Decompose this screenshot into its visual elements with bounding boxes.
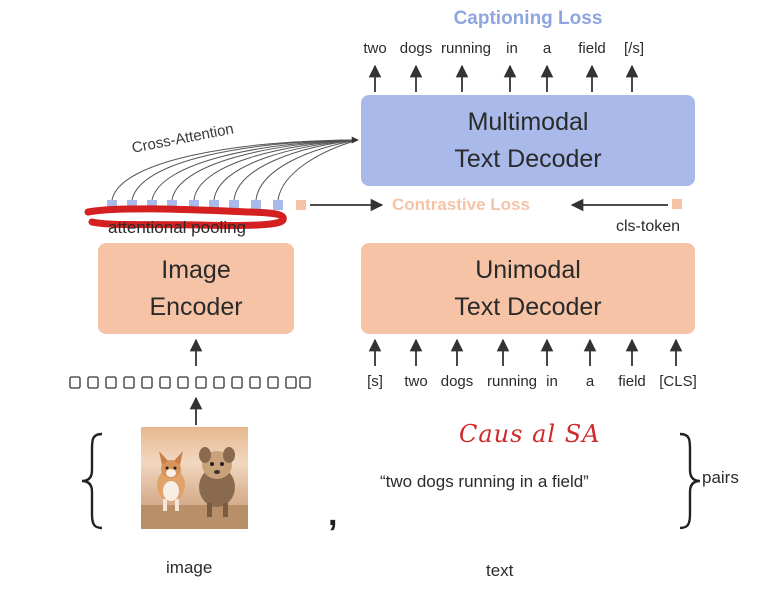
unimodal-line1: Unimodal (475, 255, 581, 284)
multimodal-line2: Text Decoder (454, 144, 602, 173)
caption-text: “two dogs running in a field” (380, 472, 589, 491)
pair-separator-comma: , (328, 495, 338, 533)
multimodal-text-decoder-box: Multimodal Text Decoder (361, 95, 695, 186)
output-token: field (578, 40, 606, 57)
output-token: [/s] (623, 40, 645, 57)
output-token: in (506, 40, 518, 57)
red-highlight-stroke (84, 205, 287, 229)
output-token: running (440, 40, 492, 57)
input-token: running (486, 373, 538, 390)
right-curly-brace (679, 432, 701, 530)
pooling-tokens (107, 200, 283, 210)
output-token: a (542, 40, 552, 57)
bottom-arrows (368, 338, 683, 366)
cross-attention-curves (111, 136, 359, 201)
contrastive-loss-title: Contrastive Loss (392, 195, 530, 214)
pairs-label: pairs (702, 468, 739, 487)
dogs-illustration (141, 447, 248, 529)
output-token: two (363, 40, 387, 57)
unimodal-text-decoder-box: Unimodal Text Decoder (361, 243, 695, 334)
input-token: two (404, 373, 428, 390)
image-cls-token (296, 200, 306, 210)
image-patches (69, 376, 311, 389)
input-token: [s] (367, 373, 383, 390)
image-label: image (166, 558, 213, 577)
attentional-pooling-label: attentional pooling (108, 218, 247, 237)
text-label: text (486, 561, 514, 580)
output-token: dogs (399, 40, 433, 57)
unimodal-line2: Text Decoder (454, 292, 602, 321)
text-cls-token (672, 199, 682, 209)
two-dogs-photo (141, 427, 248, 529)
input-token: field (618, 373, 646, 390)
top-arrows (368, 64, 639, 92)
left-curly-brace (81, 432, 103, 530)
handwritten-note: Caus al SA (459, 420, 601, 448)
image-encoder-line1: Image (161, 255, 231, 284)
image-encoder-line2: Encoder (149, 292, 243, 321)
image-encoder-box: Image Encoder (98, 243, 294, 334)
input-token: in (546, 373, 558, 390)
input-token: [CLS] (659, 373, 697, 390)
cls-token-label: cls-token (616, 218, 681, 235)
input-token: a (585, 373, 595, 390)
captioning-loss-title: Captioning Loss (453, 8, 603, 29)
input-token: dogs (440, 373, 474, 390)
multimodal-line1: Multimodal (467, 107, 589, 136)
